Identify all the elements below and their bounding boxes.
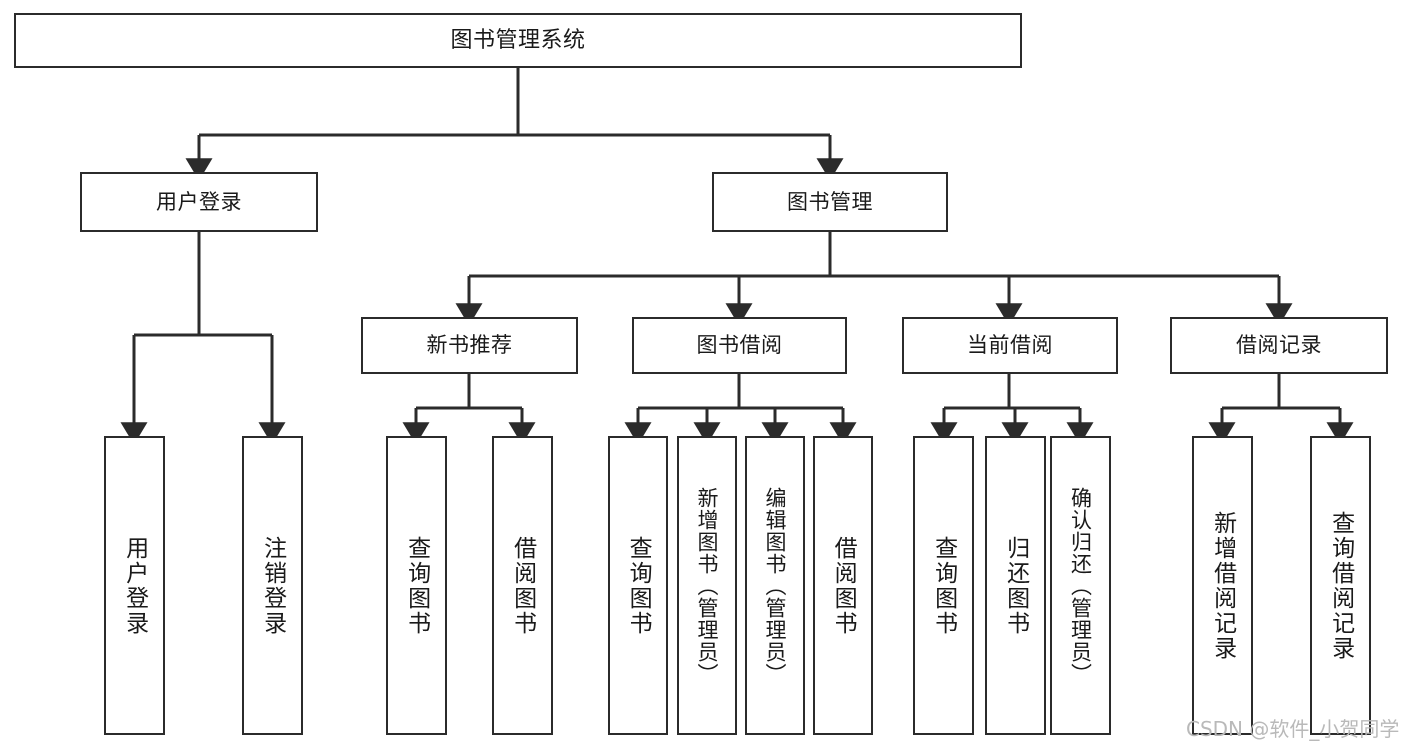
node-leaf-borrow-book-recommend[interactable]: 借阅图书 <box>492 436 553 735</box>
node-leaf-return-book[interactable]: 归还图书 <box>985 436 1046 735</box>
node-label: 借阅图书 <box>509 535 536 636</box>
node-label: 确认归还（管理员） <box>1068 486 1093 685</box>
node-user-login[interactable]: 用户登录 <box>80 172 318 232</box>
node-label: 当前借阅 <box>967 333 1053 357</box>
node-label: 归还图书 <box>1002 535 1029 636</box>
node-label: 借阅记录 <box>1236 333 1322 357</box>
node-book-manage[interactable]: 图书管理 <box>712 172 948 232</box>
node-current-borrow[interactable]: 当前借阅 <box>902 317 1118 374</box>
node-leaf-add-borrow-record[interactable]: 新增借阅记录 <box>1192 436 1253 735</box>
node-leaf-logout-login[interactable]: 注销登录 <box>242 436 303 735</box>
node-label: 注销登录 <box>259 535 286 636</box>
node-label: 编辑图书（管理员） <box>763 486 788 685</box>
node-leaf-edit-book[interactable]: 编辑图书（管理员） <box>745 436 805 735</box>
node-label: 用户登录 <box>156 189 242 214</box>
node-leaf-query-book-current[interactable]: 查询图书 <box>913 436 974 735</box>
node-label: 图书管理系统 <box>450 27 586 53</box>
node-leaf-add-book[interactable]: 新增图书（管理员） <box>677 436 737 735</box>
node-label: 查询图书 <box>625 535 652 636</box>
node-leaf-confirm-return[interactable]: 确认归还（管理员） <box>1050 436 1111 735</box>
node-leaf-user-login[interactable]: 用户登录 <box>104 436 165 735</box>
node-leaf-query-book-borrow[interactable]: 查询图书 <box>608 436 668 735</box>
node-borrow-record[interactable]: 借阅记录 <box>1170 317 1388 374</box>
node-label: 查询借阅记录 <box>1327 510 1354 661</box>
node-label: 新增图书（管理员） <box>695 486 720 685</box>
node-leaf-query-borrow-record[interactable]: 查询借阅记录 <box>1310 436 1371 735</box>
node-root-book-management-system[interactable]: 图书管理系统 <box>14 13 1022 68</box>
node-book-borrow[interactable]: 图书借阅 <box>632 317 847 374</box>
node-leaf-borrow-book-borrow[interactable]: 借阅图书 <box>813 436 873 735</box>
node-label: 图书借阅 <box>696 333 783 357</box>
node-label: 图书管理 <box>787 189 873 214</box>
node-label: 新书推荐 <box>426 333 513 357</box>
node-leaf-query-book-recommend[interactable]: 查询图书 <box>386 436 447 735</box>
node-label: 用户登录 <box>121 535 148 636</box>
node-label: 查询图书 <box>403 535 430 636</box>
node-label: 借阅图书 <box>830 535 857 636</box>
node-new-book-recommend[interactable]: 新书推荐 <box>361 317 578 374</box>
node-label: 新增借阅记录 <box>1209 510 1236 661</box>
node-label: 查询图书 <box>930 535 957 636</box>
